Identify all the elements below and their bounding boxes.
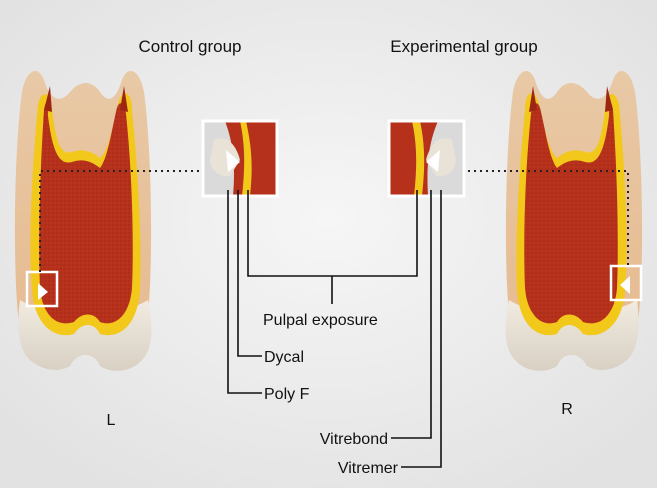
left-side-label: L [107,412,116,429]
right-tooth-icon [506,71,642,371]
right-side-label: R [561,401,573,418]
left-tooth-icon [15,71,151,371]
experimental-magnified-inset [389,121,464,196]
dycal-label: Dycal [264,349,304,366]
vitrebond-label: Vitrebond [320,431,388,448]
poly-f-label: Poly F [264,386,310,403]
control-group-title: Control group [138,37,241,56]
control-magnified-inset [203,121,277,196]
vitremer-label: Vitremer [338,460,399,477]
pulpal-exposure-label: Pulpal exposure [263,312,378,329]
experimental-group-title: Experimental group [390,37,537,56]
